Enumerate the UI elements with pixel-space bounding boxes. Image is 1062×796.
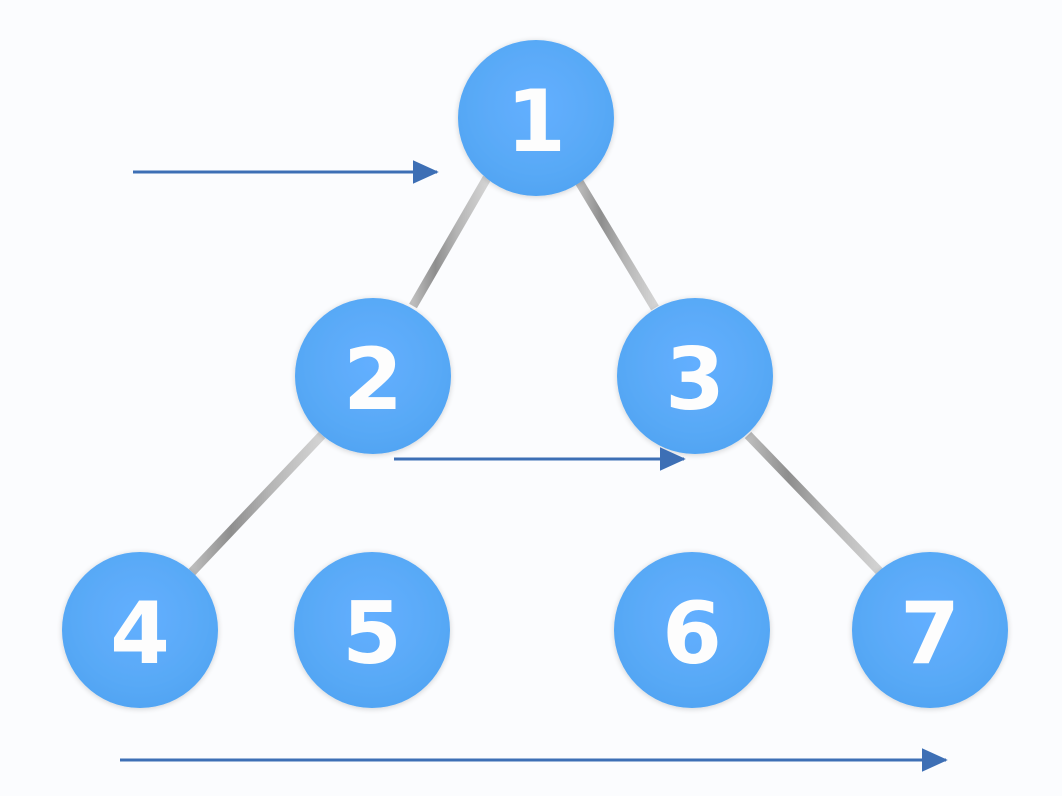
node-label-5: 5: [342, 584, 402, 684]
node-circle-3[interactable]: [617, 298, 773, 454]
node-circle-4[interactable]: [62, 552, 218, 708]
edge-group: [188, 175, 886, 578]
node-label-2: 2: [343, 330, 403, 430]
tree-node-4[interactable]: 4: [62, 552, 218, 708]
node-circle-2[interactable]: [295, 298, 451, 454]
edge-1-2: [409, 175, 491, 309]
node-label-4: 4: [110, 584, 170, 684]
tree-node-2[interactable]: 2: [295, 298, 451, 454]
node-circle-1[interactable]: [458, 40, 614, 196]
traversal-arrow-group: [120, 160, 948, 772]
node-label-7: 7: [900, 584, 960, 684]
tree-node-3[interactable]: 3: [617, 298, 773, 454]
node-group: 1 2 3 4 5 6 7: [62, 40, 1008, 708]
node-label-6: 6: [662, 584, 722, 684]
tree-node-7[interactable]: 7: [852, 552, 1008, 708]
node-circle-5[interactable]: [294, 552, 450, 708]
edge-2-4: [188, 431, 326, 576]
edge-3-7: [744, 431, 886, 578]
edge-1-3: [574, 177, 659, 311]
tree-node-6[interactable]: 6: [614, 552, 770, 708]
node-circle-6[interactable]: [614, 552, 770, 708]
tree-node-1[interactable]: 1: [458, 40, 614, 196]
node-label-3: 3: [665, 330, 725, 430]
node-circle-7[interactable]: [852, 552, 1008, 708]
tree-node-5[interactable]: 5: [294, 552, 450, 708]
node-label-1: 1: [506, 72, 566, 172]
